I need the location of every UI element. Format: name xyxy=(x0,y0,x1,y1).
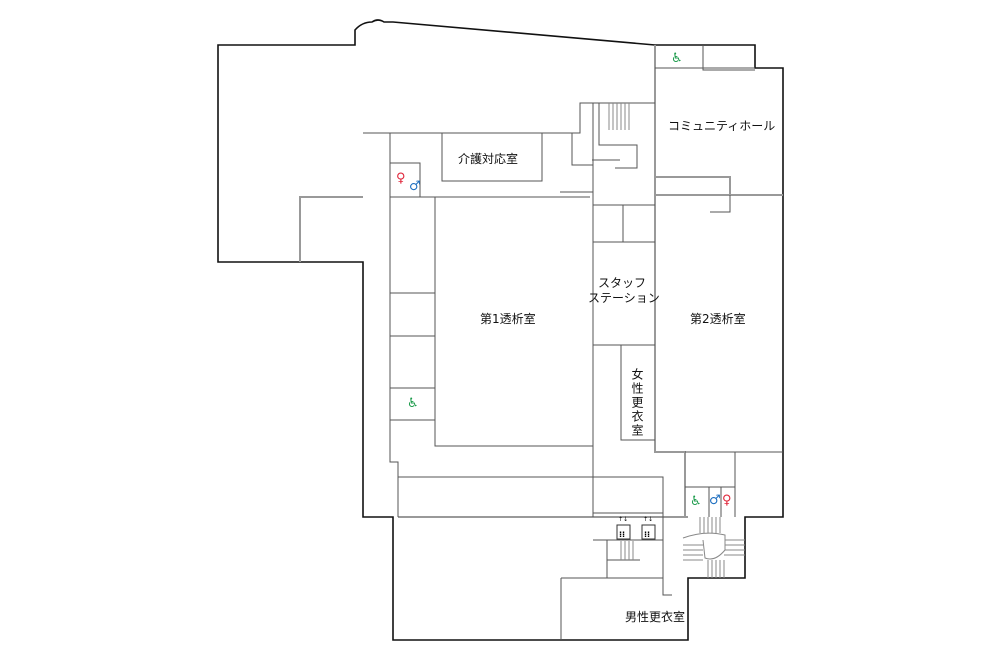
room-staff-station-1: スタッフ xyxy=(598,276,647,290)
wheelchair-icon: ♿ xyxy=(407,396,419,411)
room-community-hall: コミュニティホール xyxy=(668,119,776,133)
female-icon: ♀ xyxy=(722,493,732,508)
svg-text:⁝⁝: ⁝⁝ xyxy=(644,530,650,539)
outer-wall xyxy=(217,19,784,641)
stairs xyxy=(608,103,745,578)
room-dialysis-2: 第2透析室 xyxy=(690,312,746,326)
grey-walls xyxy=(299,45,783,518)
svg-text:⁝⁝: ⁝⁝ xyxy=(619,530,625,539)
wheelchair-icon: ♿ xyxy=(671,51,683,66)
stair-landing xyxy=(682,532,726,560)
svg-text:↑↓: ↑↓ xyxy=(618,516,628,523)
room-staff-station-2: ステーション xyxy=(588,291,660,305)
room-care: 介護対応室 xyxy=(458,152,519,166)
interior-walls xyxy=(363,45,783,640)
male-icon: ♂ xyxy=(709,493,721,508)
male-icon: ♂ xyxy=(409,179,421,194)
elevator-icon: ↑↓ ↑↓ ⁝⁝ ⁝⁝ xyxy=(616,516,656,540)
room-men-locker: 男性更衣室 xyxy=(625,610,686,624)
svg-text:↑↓: ↑↓ xyxy=(643,516,653,523)
wheelchair-icon: ♿ xyxy=(690,494,702,509)
room-women-locker: 女性更衣室 xyxy=(630,368,644,438)
room-dialysis-1: 第1透析室 xyxy=(480,312,536,326)
female-icon: ♀ xyxy=(396,171,406,186)
